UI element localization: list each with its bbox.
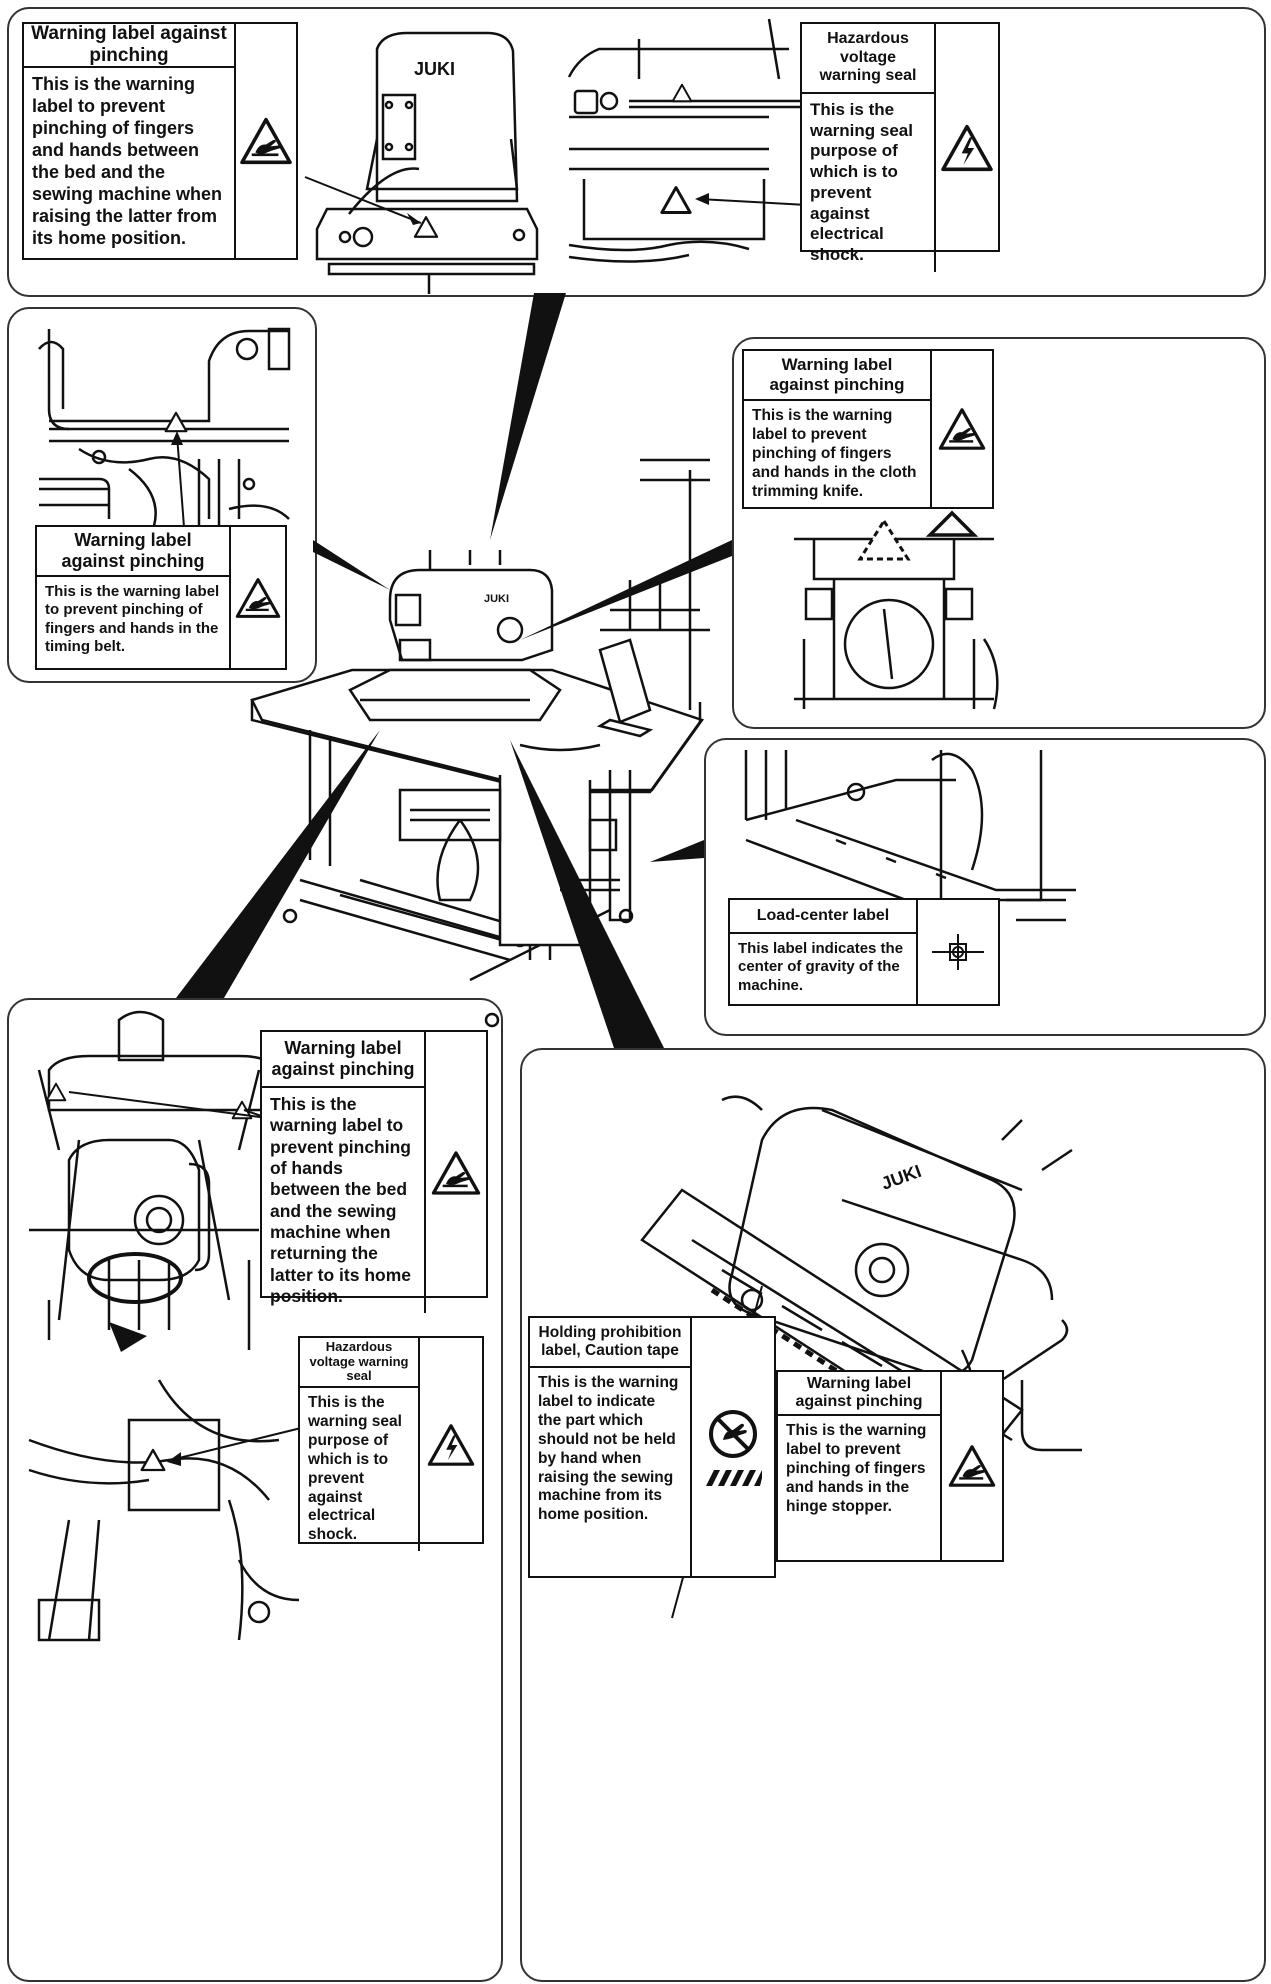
- label-top-left: Warning label against pinching This is t…: [22, 22, 298, 260]
- tilted-head-illustration: JUKI: [640, 1095, 1082, 1619]
- label-text: This is the warning label to prevent pin…: [744, 401, 932, 508]
- pinch-warning-icon: [942, 1372, 1002, 1560]
- label-hinge-stopper: Warning label against pinching This is t…: [776, 1370, 1004, 1562]
- high-voltage-icon: [936, 24, 998, 272]
- label-text: This label indicates the center of gravi…: [730, 934, 918, 1004]
- label-text: This is the warning label to prevent pin…: [778, 1416, 942, 1560]
- high-voltage-icon: [420, 1338, 482, 1551]
- pinch-warning-icon: [426, 1032, 486, 1313]
- pinch-warning-icon: [236, 24, 296, 258]
- wedge-load-center: [650, 840, 704, 862]
- label-title: Warning label against pinching: [262, 1032, 426, 1088]
- wedge-top: [490, 293, 566, 540]
- brand-logo: JUKI: [484, 593, 509, 605]
- label-title: Hazardous voltage warning seal: [300, 1338, 420, 1388]
- caution-tape-icon: [704, 1470, 762, 1486]
- brand-logo: JUKI: [414, 59, 455, 79]
- label-title: Warning label against pinching: [778, 1372, 942, 1416]
- pinch-warning-icon: [932, 351, 992, 508]
- cloth-trimming-knife-illustration: [794, 510, 999, 710]
- label-bottom-left-pinch: Warning label against pinching This is t…: [260, 1030, 488, 1314]
- label-bottom-left-voltage: Hazardous voltage warning seal This is t…: [298, 1336, 484, 1552]
- label-top-right: Hazardous voltage warning seal This is t…: [800, 22, 1000, 272]
- label-title: Warning label against pinching: [744, 351, 932, 401]
- label-mid-left: Warning label against pinching This is t…: [35, 525, 287, 670]
- load-center-icon: [918, 900, 998, 1004]
- label-text: This is the warning seal purpose of whic…: [802, 94, 936, 272]
- label-holding-prohibition: Holding prohibition label, Caution tape …: [528, 1316, 776, 1578]
- pinch-warning-icon: [231, 527, 285, 668]
- no-holding-icon: [692, 1318, 774, 1576]
- wedge-mid-right: [520, 540, 732, 640]
- wedge-bottom-left: [176, 730, 380, 998]
- label-title: Holding prohibition label, Caution tape: [530, 1318, 692, 1368]
- label-load-center: Load-center label This label indicates t…: [728, 898, 1000, 1006]
- wedge-mid-left: [313, 540, 390, 590]
- label-text: This is the warning label to prevent pin…: [262, 1088, 426, 1314]
- top-machine-illustration: JUKI: [304, 18, 809, 294]
- label-mid-right: Warning label against pinching This is t…: [742, 349, 994, 509]
- label-text: This is the warning label to prevent pin…: [24, 68, 236, 258]
- label-title: Warning label against pinching: [37, 527, 231, 577]
- label-title: Hazardous voltage warning seal: [802, 24, 936, 94]
- label-title: Warning label against pinching: [24, 23, 236, 68]
- wedge-bottom-right: [510, 740, 664, 1048]
- label-text: This is the warning label to prevent pin…: [37, 577, 231, 668]
- label-text: This is the warning seal purpose of whic…: [300, 1388, 420, 1552]
- label-text: This is the warning label to indicate th…: [530, 1368, 692, 1576]
- label-title: Load-center label: [730, 900, 918, 934]
